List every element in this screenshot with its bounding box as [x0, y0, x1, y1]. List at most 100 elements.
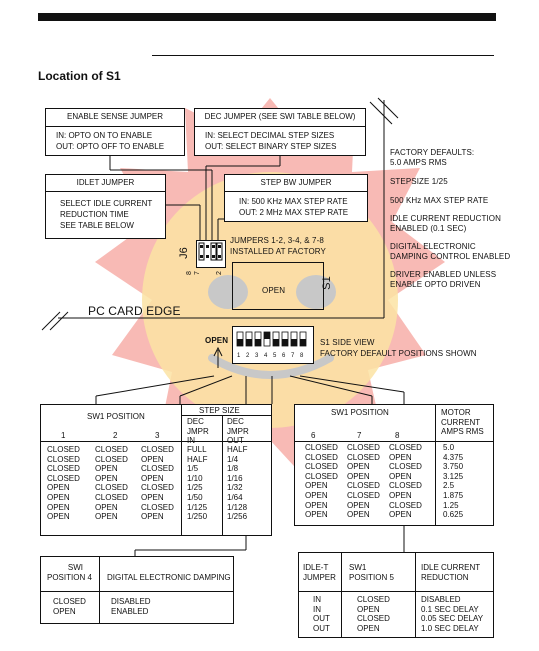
idlet-line-1: SELECT IDLE CURRENT: [60, 199, 153, 208]
s1-open-label: OPEN: [262, 286, 286, 295]
side-number-2: 2: [246, 353, 250, 359]
fd-4b: ENABLED (0.1 SEC): [390, 224, 467, 233]
step-bw-rule: [225, 191, 367, 192]
dip-switch-icon: [236, 331, 307, 347]
dec-jumper-title: DEC JUMPER (SEE SWI TABLE BELOW): [204, 112, 356, 121]
side-number-1: 1: [237, 353, 241, 359]
idle-table-vsplit-1: [341, 553, 342, 638]
s1-label: S1: [320, 276, 333, 290]
damping-table-header-rule: [41, 591, 233, 592]
enable-sense-line-2: OUT: OPTO OFF TO ENABLE: [56, 142, 165, 151]
side-open-label: OPEN: [205, 336, 229, 345]
enable-sense-jumper-box: ENABLE SENSE JUMPER IN: OPTO ON TO ENABL…: [45, 108, 185, 156]
dec-jumper-line-1: IN: SELECT DECIMAL STEP SIZES: [205, 131, 335, 140]
fd-1a: FACTORY DEFAULTS:: [390, 148, 475, 157]
step-bw-title: STEP BW JUMPER: [260, 178, 332, 187]
watermark-right-eye: [296, 275, 336, 309]
fd-2: STEPSIZE 1/25: [390, 177, 448, 186]
fd-1b: 5.0 AMPS RMS: [390, 158, 447, 167]
step-size-header: STEP SIZE: [199, 406, 240, 415]
idlet-line-3: SEE TABLE BELOW: [60, 221, 134, 230]
header-rule: [152, 55, 494, 56]
idlet-jumper-box: IDLET JUMPER SELECT IDLE CURRENT REDUCTI…: [45, 174, 166, 239]
side-number-8: 8: [300, 353, 304, 359]
pc-card-edge-label: PC CARD EDGE: [88, 304, 181, 318]
jumpers-note-2: INSTALLED AT FACTORY: [230, 247, 326, 256]
jumpers-note-1: JUMPERS 1-2, 3-4, & 7-8: [230, 236, 324, 245]
step-bw-line-2: OUT: 2 MHz MAX STEP RATE: [239, 208, 349, 217]
watermark-smile: [208, 354, 334, 379]
step-bw-jumper-box: STEP BW JUMPER IN: 500 KHz MAX STEP RATE…: [224, 174, 368, 222]
step-table-header-rule: [41, 441, 271, 442]
s1-switch-outline: [232, 262, 324, 310]
header-bar: [38, 13, 496, 21]
step-col-2: 2: [113, 431, 118, 440]
watermark-left-eye: [208, 275, 248, 309]
side-number-6: 6: [282, 353, 286, 359]
step-table-vsplit: [181, 405, 182, 536]
dec-jumper-rule: [195, 126, 365, 127]
motor-col-8: 8: [395, 431, 400, 440]
step-col-3: 3: [155, 431, 160, 440]
dec-jumper-box: DEC JUMPER (SEE SWI TABLE BELOW) IN: SEL…: [194, 108, 366, 156]
step-col-1: 1: [61, 431, 66, 440]
damping-h2: DIGITAL ELECTRONIC DAMPING: [107, 573, 231, 582]
fd-5a: DIGITAL ELECTRONIC: [390, 242, 476, 251]
dec-jumper-line-2: OUT: SELECT BINARY STEP SIZES: [205, 142, 337, 151]
step-position-header: SW1 POSITION: [87, 412, 145, 421]
j6-label: J6: [177, 247, 190, 259]
fd-5b: DAMPING CONTROL ENABLED: [390, 252, 511, 261]
damping-table-vsplit: [99, 557, 100, 624]
side-number-7: 7: [291, 353, 295, 359]
side-number-5: 5: [273, 353, 277, 359]
idlet-title: IDLET JUMPER: [76, 178, 135, 187]
side-view-label-1: S1 SIDE VIEW: [320, 338, 375, 347]
enable-sense-rule: [46, 126, 184, 127]
s1-side-view: [232, 326, 314, 364]
motor-col-6: 6: [311, 431, 316, 440]
side-view-label-2: FACTORY DEFAULT POSITIONS SHOWN: [320, 349, 477, 358]
enable-sense-title: ENABLE SENSE JUMPER: [66, 112, 164, 121]
fd-3: 500 KHz MAX STEP RATE: [390, 196, 489, 205]
pin-2-label: 2: [216, 271, 223, 275]
idlet-line-2: REDUCTION TIME: [60, 210, 129, 219]
idlet-rule: [46, 191, 165, 192]
idle-table-header-rule: [299, 591, 493, 592]
side-number-3: 3: [255, 353, 259, 359]
motor-table-header-rule: [295, 441, 493, 442]
pin-7-label: 7: [194, 271, 201, 275]
fd-6a: DRIVER ENABLED UNLESS: [390, 270, 497, 279]
motor-col-7: 7: [357, 431, 362, 440]
step-table-col-split: [222, 415, 223, 536]
motor-table-vsplit: [435, 405, 436, 526]
side-number-4: 4: [264, 353, 268, 359]
j6-header: [196, 240, 226, 268]
step-table-step-rule: [181, 415, 271, 416]
